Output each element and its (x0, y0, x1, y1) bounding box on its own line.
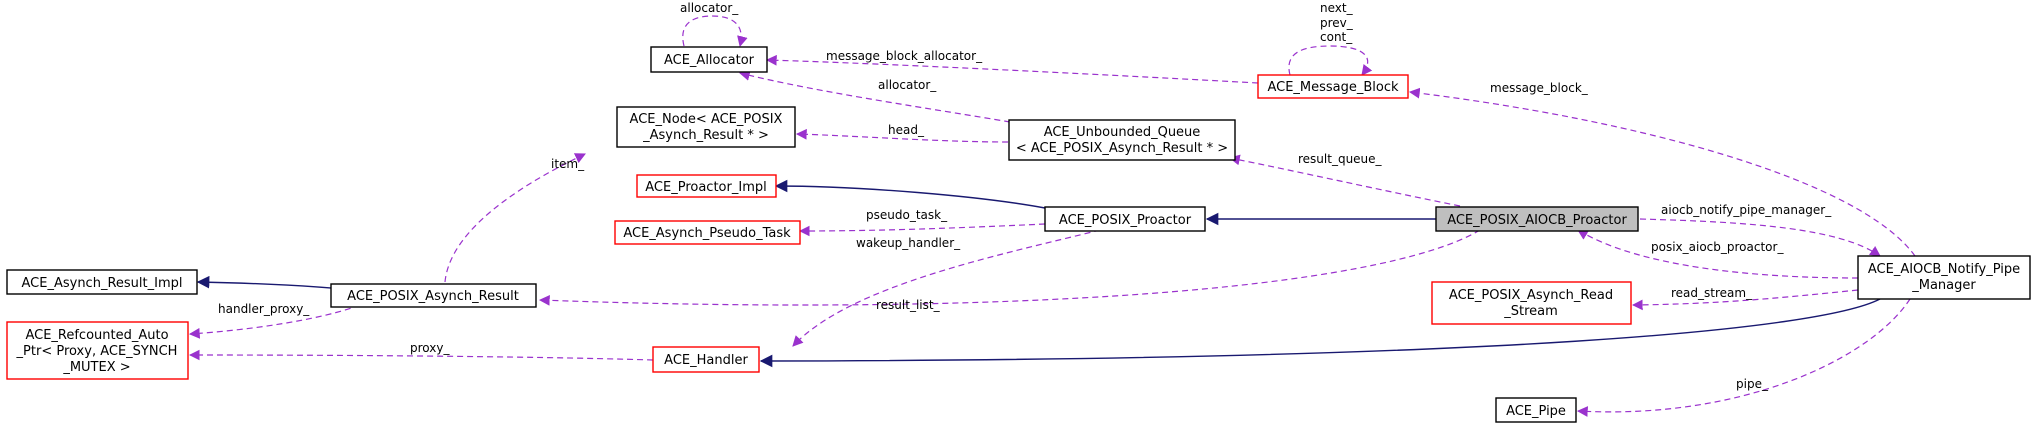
node-ace-posix-asynch-read-stream[interactable]: ACE_POSIX_Asynch_Read _Stream (1431, 281, 1632, 325)
label-result-queue: result_queue_ (1298, 152, 1383, 166)
edge-handler-refcounted (188, 349, 654, 361)
svg-text:ACE_Refcounted_Auto: ACE_Refcounted_Auto (25, 328, 168, 343)
svg-text:_Stream: _Stream (1503, 304, 1558, 319)
svg-text:ACE_Asynch_Result_Impl: ACE_Asynch_Result_Impl (22, 276, 183, 291)
edge-proactor-pseudo-task (798, 223, 1046, 237)
label-message-block-allocator: message_block_allocator_ (826, 49, 983, 63)
label-mb-cont: cont_ (1320, 30, 1353, 44)
label-pseudo-task: pseudo_task_ (866, 208, 948, 222)
svg-text:_Manager: _Manager (1911, 278, 1976, 293)
edge-pipe-manager-message-block (1408, 87, 1916, 257)
svg-text:_Ptr< Proxy, ACE_SYNCH: _Ptr< Proxy, ACE_SYNCH (16, 344, 178, 359)
node-ace-posix-asynch-result[interactable]: ACE_POSIX_Asynch_Result (330, 283, 537, 308)
svg-text:ACE_Unbounded_Queue: ACE_Unbounded_Queue (1044, 125, 1201, 140)
label-queue-allocator: allocator_ (878, 78, 937, 92)
node-ace-allocator[interactable]: ACE_Allocator (650, 46, 768, 73)
label-item: item_ (551, 157, 585, 171)
svg-text:ACE_Message_Block: ACE_Message_Block (1267, 80, 1399, 95)
edge-message-block-self (1288, 45, 1373, 76)
label-read-stream: read_stream_ (1671, 286, 1753, 300)
svg-text:ACE_POSIX_AIOCB_Proactor: ACE_POSIX_AIOCB_Proactor (1447, 213, 1627, 228)
svg-text:ACE_Proactor_Impl: ACE_Proactor_Impl (645, 180, 766, 195)
svg-text:ACE_Handler: ACE_Handler (664, 353, 748, 368)
edge-message-block-allocator (765, 54, 1259, 84)
node-ace-asynch-result-impl[interactable]: ACE_Asynch_Result_Impl (6, 269, 198, 295)
node-ace-aiocb-notify-pipe-manager[interactable]: ACE_AIOCB_Notify_Pipe _Manager (1857, 255, 2031, 300)
label-posix-aiocb-proactor: posix_aiocb_proactor_ (1651, 240, 1784, 254)
edge-result-refcounted (188, 304, 361, 339)
edge-result-node (444, 153, 586, 283)
label-aiocb-notify-pipe-manager: aiocb_notify_pipe_manager_ (1661, 203, 1832, 217)
edge-aiocb-pipe-manager (1639, 218, 1881, 257)
node-ace-node[interactable]: ACE_Node< ACE_POSIX _Asynch_Result * > (616, 106, 796, 148)
svg-text:ACE_AIOCB_Notify_Pipe: ACE_AIOCB_Notify_Pipe (1868, 262, 2020, 277)
node-ace-asynch-pseudo-task[interactable]: ACE_Asynch_Pseudo_Task (614, 220, 801, 245)
edge-posix-proactor-inherits-impl (774, 179, 1046, 209)
label-message-block: message_block_ (1490, 81, 1589, 95)
label-mb-next: next_ (1320, 1, 1354, 15)
svg-text:ACE_Asynch_Pseudo_Task: ACE_Asynch_Pseudo_Task (623, 226, 791, 241)
label-handler-proxy: handler_proxy_ (218, 302, 310, 316)
node-ace-refcounted-auto-ptr[interactable]: ACE_Refcounted_Auto _Ptr< Proxy, ACE_SYN… (6, 321, 189, 380)
svg-text:ACE_Pipe: ACE_Pipe (1506, 404, 1566, 419)
svg-text:ACE_POSIX_Proactor: ACE_POSIX_Proactor (1059, 213, 1192, 228)
label-result-list: result_list_ (876, 298, 941, 312)
label-allocator-self: allocator_ (680, 1, 739, 15)
node-ace-proactor-impl[interactable]: ACE_Proactor_Impl (636, 174, 777, 198)
svg-text:< ACE_POSIX_Asynch_Result * >: < ACE_POSIX_Asynch_Result * > (1016, 141, 1228, 156)
node-ace-posix-aiocb-proactor[interactable]: ACE_POSIX_AIOCB_Proactor (1435, 206, 1639, 232)
label-pipe: pipe_ (1736, 377, 1769, 391)
node-ace-posix-proactor[interactable]: ACE_POSIX_Proactor (1044, 206, 1206, 232)
edge-aiocb-result-list (538, 229, 1481, 306)
label-wakeup-handler: wakeup_handler_ (856, 236, 961, 250)
nodes: ACE_Allocator ACE_Message_Block ACE_Node… (6, 46, 2031, 423)
edge-pipe-manager-aiocb (1577, 229, 1859, 279)
svg-text:_Asynch_Result * >: _Asynch_Result * > (642, 128, 769, 143)
label-mb-prev: prev_ (1320, 16, 1354, 30)
label-proxy: proxy_ (410, 341, 450, 355)
svg-text:_MUTEX >: _MUTEX > (62, 360, 130, 375)
edge-aiocb-queue (1228, 154, 1461, 207)
svg-text:ACE_POSIX_Asynch_Read: ACE_POSIX_Asynch_Read (1449, 288, 1613, 303)
node-ace-handler[interactable]: ACE_Handler (652, 346, 760, 373)
label-head: head_ (888, 123, 925, 137)
svg-text:ACE_POSIX_Asynch_Result: ACE_POSIX_Asynch_Result (347, 289, 519, 304)
edge-pipe-manager-pipe (1576, 298, 1911, 417)
edges (188, 15, 1916, 417)
svg-text:ACE_Node< ACE_POSIX: ACE_Node< ACE_POSIX (630, 112, 783, 127)
edge-proactor-handler (792, 229, 1101, 347)
svg-text:ACE_Allocator: ACE_Allocator (664, 53, 755, 68)
edge-pipe-manager-read-stream (1631, 289, 1859, 311)
node-ace-message-block[interactable]: ACE_Message_Block (1257, 74, 1409, 99)
edge-allocator-self (682, 15, 748, 48)
edge-labels: allocator_ next_ prev_ cont_ message_blo… (218, 1, 1832, 391)
node-ace-pipe[interactable]: ACE_Pipe (1495, 397, 1577, 423)
node-ace-unbounded-queue[interactable]: ACE_Unbounded_Queue < ACE_POSIX_Asynch_R… (1008, 119, 1236, 161)
edge-queue-node (795, 128, 1009, 143)
edge-pipe-manager-inherits-handler (759, 298, 1881, 368)
edge-queue-allocator (738, 70, 1011, 123)
